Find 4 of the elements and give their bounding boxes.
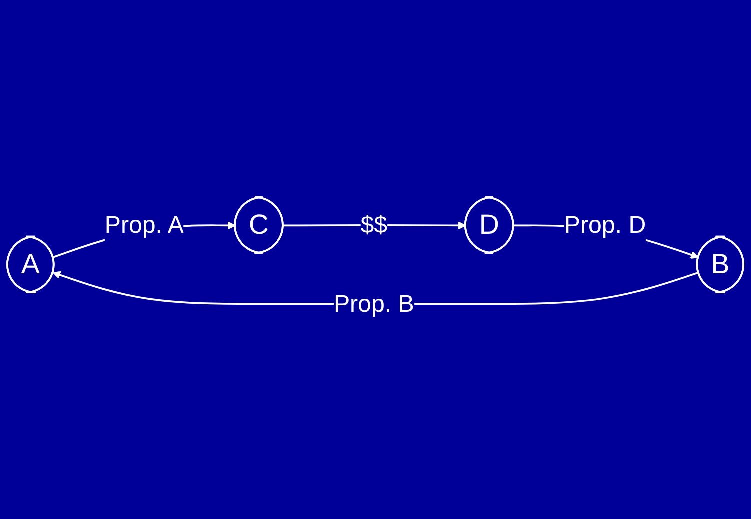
- edge-label: Prop. A: [104, 210, 184, 238]
- edge-label: Prop. D: [564, 210, 646, 238]
- edge-label: $$: [360, 210, 388, 238]
- edge-label: Prop. B: [334, 289, 414, 318]
